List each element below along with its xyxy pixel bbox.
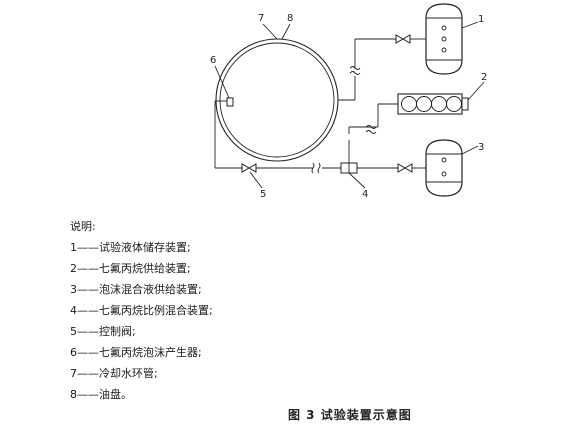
legend-title: 说明:	[70, 220, 96, 233]
figure-caption: 图 3 试验装置示意图	[288, 408, 412, 422]
oil-pan-ring	[215, 38, 339, 162]
foam-generator	[226, 97, 234, 107]
liquid-storage-tank	[425, 3, 463, 75]
legend-item: 1——试验液体储存装置;	[70, 241, 191, 254]
leader-lines	[214, 21, 485, 189]
pipe-break-mark-bottom	[311, 162, 321, 174]
legend: 说明: 1——试验液体储存装置; 2——七氟丙烷供给装置; 3——泡沫混合液供给…	[70, 216, 213, 405]
pipe-break-mark-supply	[349, 66, 361, 75]
legend-item: 4——七氟丙烷比例混合装置;	[70, 304, 213, 317]
callout-1: 1	[478, 14, 484, 25]
agent-supply-cylinders	[397, 93, 469, 115]
callout-8: 8	[287, 13, 293, 24]
liquid-supply-pipe	[338, 38, 426, 101]
foam-supply-valve	[397, 163, 413, 173]
pipe-break-mark-agent	[365, 125, 377, 134]
callout-2: 2	[481, 72, 487, 83]
legend-item: 5——控制阀;	[70, 325, 136, 338]
control-valve	[241, 163, 257, 173]
main-feed-pipe	[214, 100, 341, 169]
legend-item: 3——泡沫混合液供给装置;	[70, 283, 202, 296]
callout-5: 5	[260, 189, 266, 200]
legend-item: 2——七氟丙烷供给装置;	[70, 262, 191, 275]
legend-item: 6——七氟丙烷泡沫产生器;	[70, 346, 202, 359]
foam-solution-tank	[425, 139, 463, 197]
callout-6: 6	[210, 55, 216, 66]
callout-4: 4	[362, 189, 368, 200]
agent-supply-pipe	[348, 103, 400, 163]
legend-item: 8——油盘。	[70, 388, 132, 401]
callout-3: 3	[478, 142, 484, 153]
callout-7: 7	[258, 13, 264, 24]
liquid-supply-valve	[395, 34, 411, 44]
legend-item: 7——冷却水环管;	[70, 367, 158, 380]
